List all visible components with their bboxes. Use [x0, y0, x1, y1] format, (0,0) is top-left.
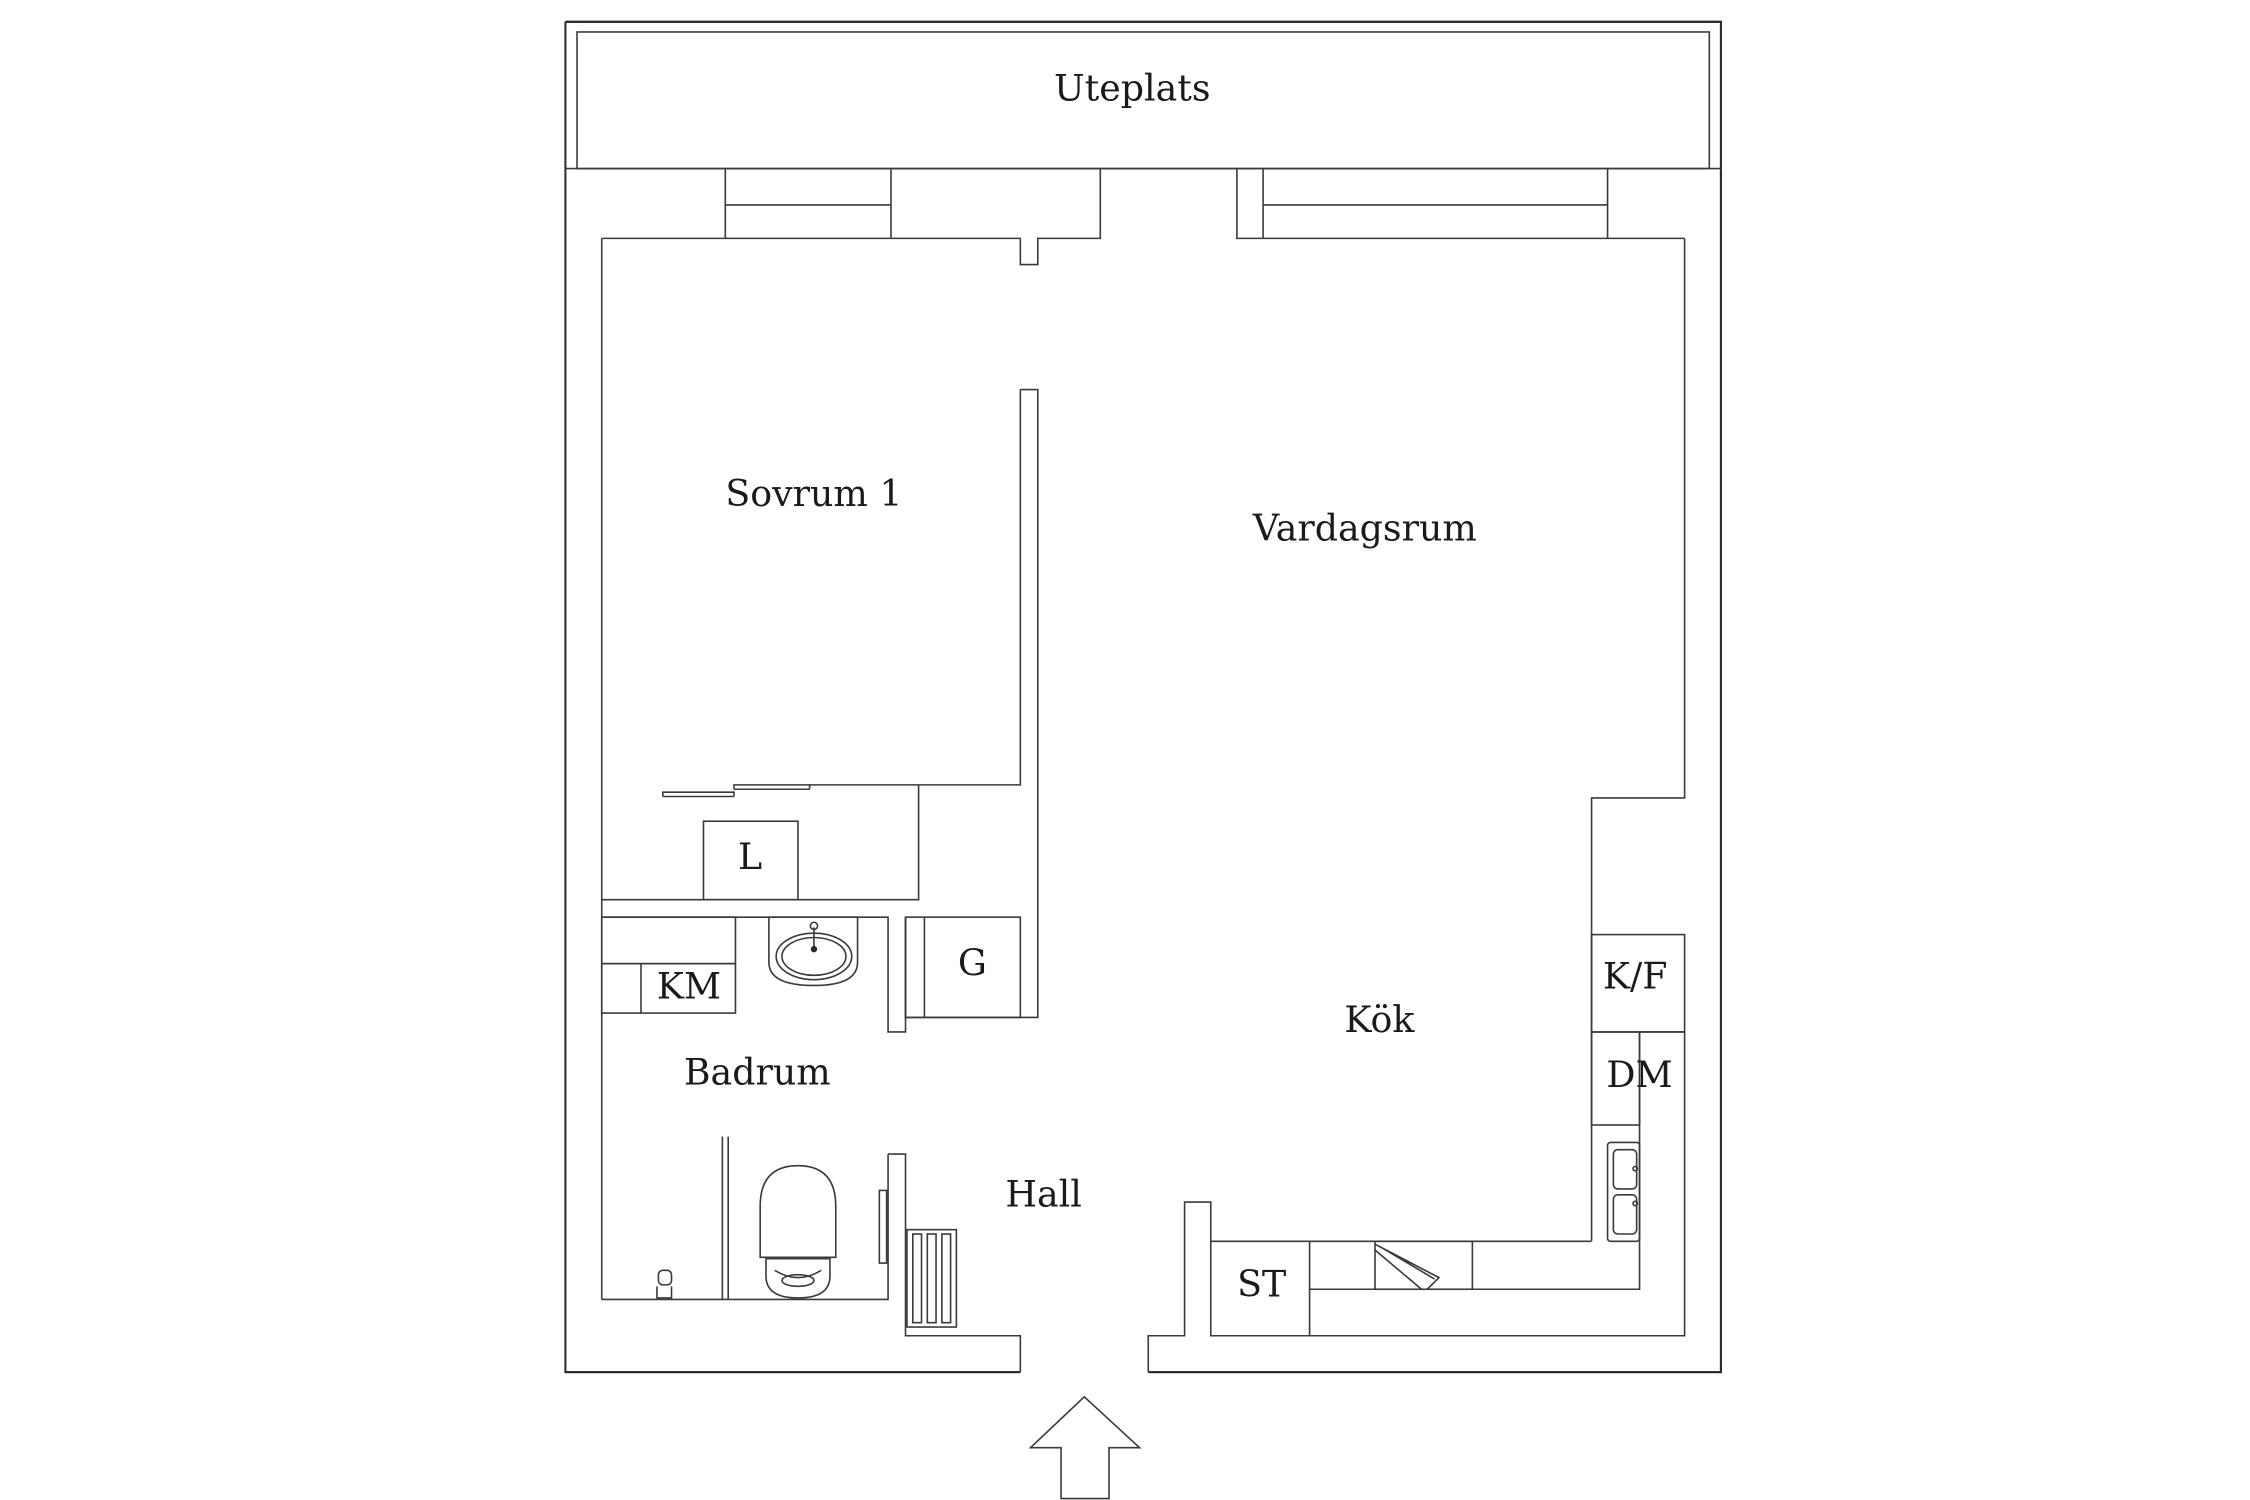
stove-icon	[1374, 1240, 1474, 1291]
toilet-icon	[759, 1164, 837, 1299]
room-label-sovrum: Sovrum 1	[725, 472, 902, 515]
kitchen-sink-icon	[1606, 1141, 1641, 1243]
room-label-vardagsrum: Vardagsrum	[1252, 507, 1477, 550]
entrance-arrow-icon	[1028, 1395, 1142, 1500]
room-label-kok: Kök	[1344, 998, 1415, 1041]
shoe-rack	[906, 1228, 958, 1328]
fixture-label-dishwasher: DM	[1606, 1053, 1672, 1096]
fixture-label-linen: L	[738, 835, 762, 878]
outer-wall	[564, 20, 1722, 1374]
wardrobe	[904, 916, 1022, 1019]
washing-machine	[600, 916, 737, 1014]
fixture-label-storage: ST	[1237, 1263, 1286, 1306]
room-label-hall: Hall	[1005, 1172, 1082, 1215]
kitchen-counter	[1308, 933, 1686, 1337]
fixture-label-fridge: K/F	[1603, 954, 1668, 997]
fixture-label-washer: KM	[657, 965, 721, 1008]
fixture-label-wardrobe: G	[958, 941, 987, 984]
terrace	[565, 31, 1721, 170]
towel-rail	[878, 1189, 888, 1264]
room-label-badrum: Badrum	[684, 1050, 831, 1093]
top-windows	[601, 168, 1685, 266]
shower-drain-icon	[656, 1269, 673, 1299]
room-label-uteplats: Uteplats	[1054, 66, 1211, 109]
sink-icon	[768, 916, 859, 987]
linen-closet	[702, 820, 799, 901]
